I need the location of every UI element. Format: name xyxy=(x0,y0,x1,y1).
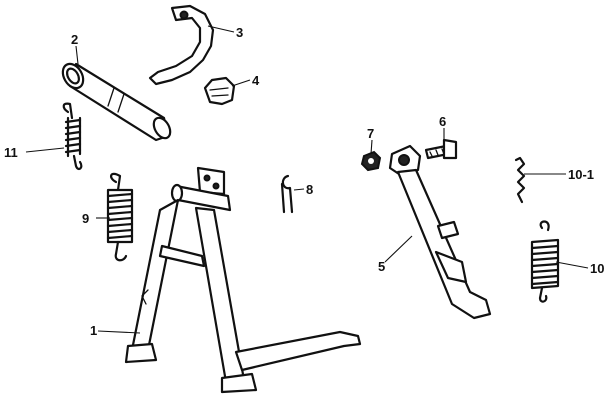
callout-side-stand-spring-small: 10-1 xyxy=(568,167,594,182)
nut-part xyxy=(360,150,382,172)
leader-lines xyxy=(25,25,589,334)
callout-side-stand: 5 xyxy=(378,259,385,274)
callout-clip: 4 xyxy=(252,73,260,88)
callout-main-stand-spring: 9 xyxy=(82,211,89,226)
callout-main-stand: 1 xyxy=(90,323,97,338)
callout-pivot-shaft: 2 xyxy=(71,32,78,47)
callout-small-spring: 11 xyxy=(4,145,18,160)
small-spring-part xyxy=(62,102,83,171)
callout-cotter-pin: 8 xyxy=(306,182,313,197)
main-stand-spring-part xyxy=(106,172,134,262)
side-stand-spring-small-part xyxy=(514,156,526,204)
clip-part xyxy=(203,76,236,106)
side-stand-part xyxy=(388,144,492,320)
side-stand-spring-part xyxy=(530,220,560,303)
callout-nut: 7 xyxy=(367,126,374,141)
bolt-part xyxy=(424,138,458,160)
callout-bracket: 3 xyxy=(236,25,243,40)
pivot-shaft-part xyxy=(61,62,172,142)
main-stand-part xyxy=(124,166,362,394)
bracket-part xyxy=(148,4,215,86)
callout-bolt: 6 xyxy=(439,114,446,129)
cotter-pin-part xyxy=(280,174,294,214)
callout-side-stand-spring: 10 xyxy=(590,261,604,276)
